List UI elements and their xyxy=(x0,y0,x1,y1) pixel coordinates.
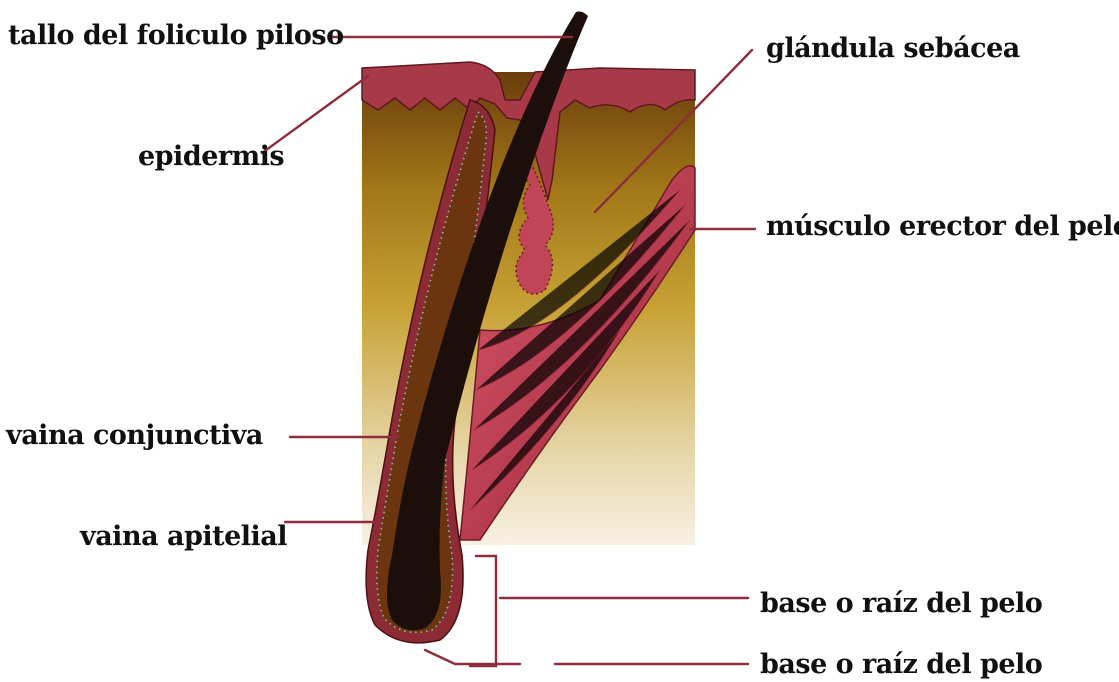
label-hair-shaft: tallo del foliculo piloso xyxy=(8,22,344,49)
leader-base2 xyxy=(425,650,520,664)
label-sebaceous-gland: glándula sebácea xyxy=(766,35,1020,62)
label-arrector-muscle: músculo erector del pelo xyxy=(766,213,1119,240)
label-epithelial-sheath: vaina apitelial xyxy=(80,523,287,550)
label-connective-sheath: vaina conjunctiva xyxy=(6,422,263,449)
hair-base-bracket xyxy=(470,556,496,666)
label-hair-base-2: base o raíz del pelo xyxy=(760,651,1042,678)
label-hair-base: base o raíz del pelo xyxy=(760,590,1042,617)
label-epidermis: epidermis xyxy=(138,143,284,170)
